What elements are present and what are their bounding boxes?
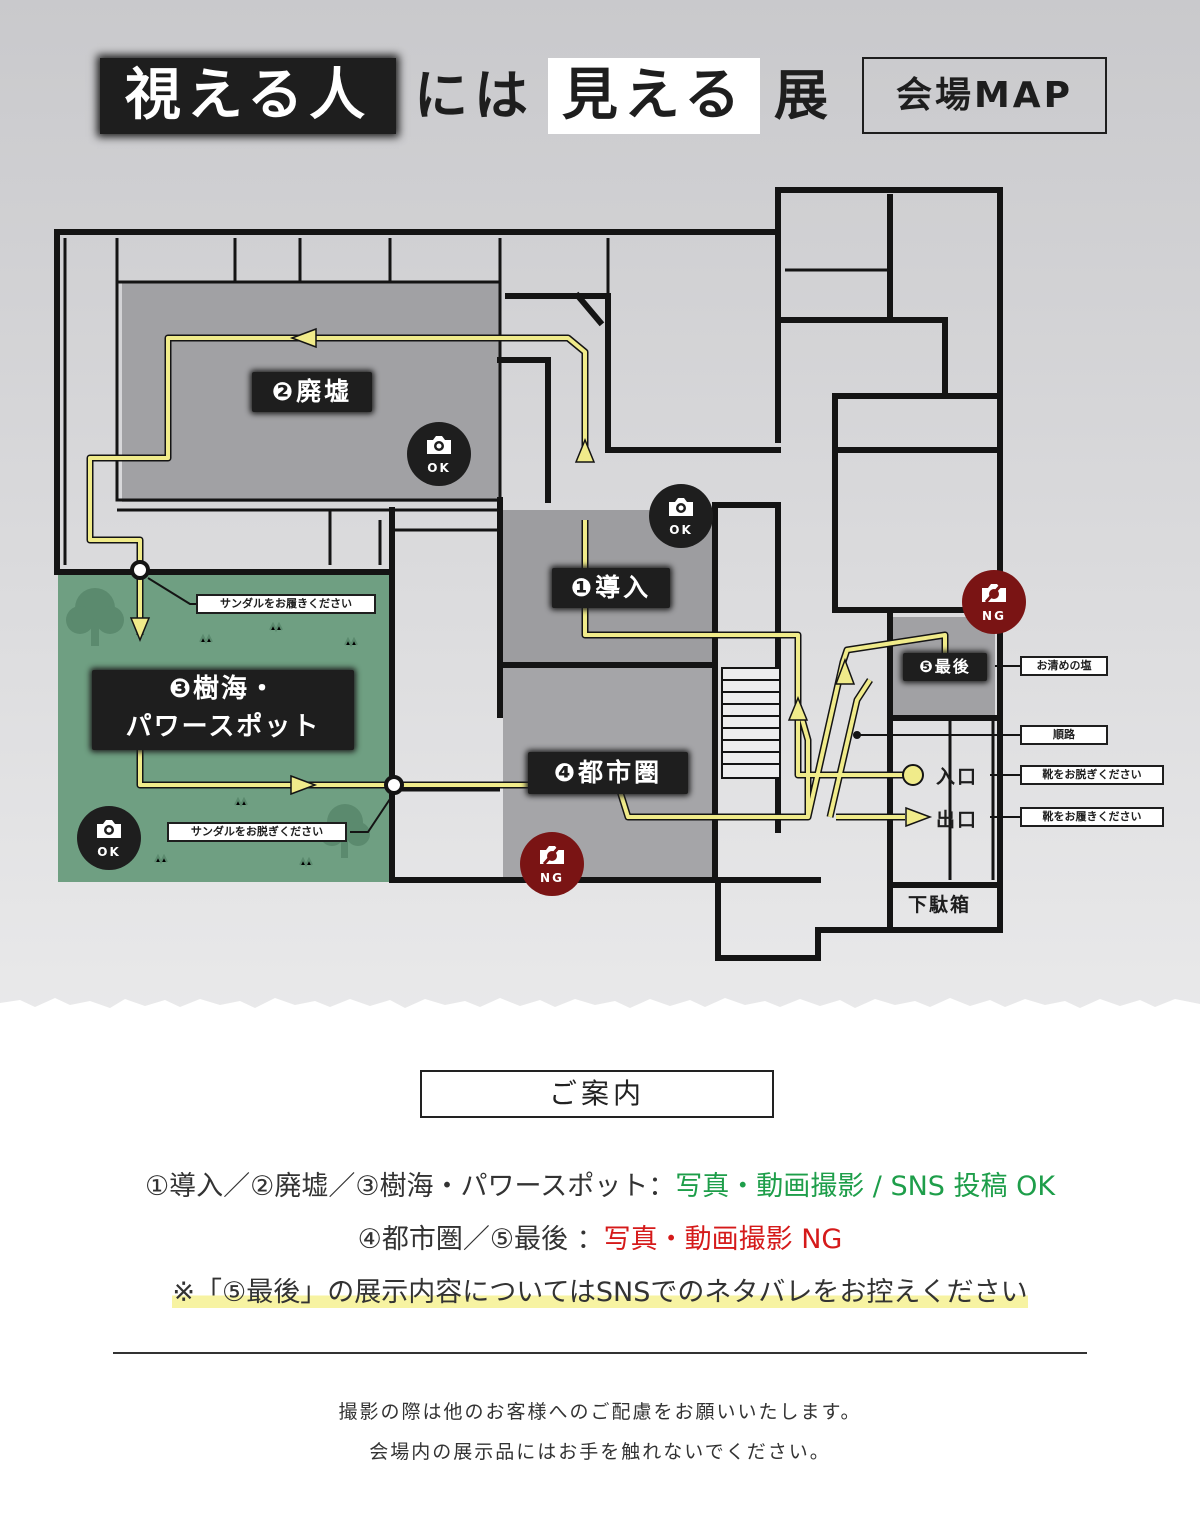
area-label-forest-line1: ❸樹海・ (168, 674, 277, 704)
area-label-forest: ❸樹海・ パワースポット (92, 670, 354, 750)
guide-line-ok-areas: ①導入／②廃墟／③樹海・パワースポット： (144, 1171, 676, 1202)
area-label-ruins: ❷廃墟 (252, 372, 372, 412)
guide-line-ok-status: 写真・動画撮影 / SNS 投稿 OK (675, 1171, 1056, 1202)
photo-ok-badge-intro: OK (649, 484, 713, 548)
guide-line-ng: ④都市圏／⑤最後 ：写真・動画撮影 NG (0, 1217, 1200, 1256)
guide-line-ng-areas: ④都市圏／⑤最後 ： (357, 1224, 604, 1255)
area-label-city: ❹都市圏 (528, 752, 688, 794)
photo-ok-badge-forest: OK (77, 806, 141, 870)
guide-spoiler-note: ※「⑤最後」の展示内容についてはSNSでのネタバレをお控えください (0, 1270, 1200, 1309)
guide-title: ご案内 (420, 1070, 774, 1118)
photo-ng-badge-last: NG (962, 570, 1026, 634)
title-part3: 見える (548, 58, 760, 134)
no-camera-icon (540, 845, 564, 865)
guide-line-ok: ①導入／②廃墟／③樹海・パワースポット：写真・動画撮影 / SNS 投稿 OK (0, 1164, 1200, 1203)
floor-plan (54, 187, 1020, 961)
camera-icon (97, 820, 121, 838)
no-camera-icon (982, 583, 1006, 603)
title-part1: 視える人 (100, 58, 396, 134)
callout-sandal-wear: サンダルをお履きください (196, 594, 376, 614)
camera-icon (427, 436, 451, 454)
callout-shoes-on: 靴をお履きください (1020, 807, 1164, 827)
entrance-label: 入口 (936, 766, 979, 788)
entrance-marker (902, 764, 924, 786)
area-label-intro: ❶導入 (552, 568, 670, 608)
area-label-last: ❺最後 (903, 653, 987, 681)
callout-salt: お清めの塩 (1020, 656, 1108, 676)
guide-note-1: 撮影の際は他のお客様へのご配慮をお願いいたします。 (338, 1401, 862, 1423)
guide-spoiler-text: ※「⑤最後」の展示内容についてはSNSでのネタバレをお控えください (172, 1277, 1028, 1308)
exit-label: 出口 (936, 809, 979, 831)
camera-icon (669, 498, 693, 516)
callout-sandal-remove: サンダルをお脱ぎください (167, 822, 347, 842)
shoe-box-label: 下駄箱 (908, 894, 972, 916)
callout-route: 順路 (1020, 725, 1108, 745)
sandal-point-2 (384, 775, 404, 795)
route-arrows (129, 327, 933, 828)
callout-shoes-off: 靴をお脱ぎください (1020, 765, 1164, 785)
torn-edge (0, 998, 1200, 1025)
photo-ng-badge-city: NG (520, 832, 584, 896)
guide-note-2: 会場内の展示品にはお手を触れないでください。 (369, 1441, 831, 1463)
map-label: 会場MAP (862, 57, 1107, 134)
guide-line-ng-status: 写真・動画撮影 NG (603, 1224, 843, 1255)
divider (113, 1352, 1087, 1354)
area-label-forest-line2: パワースポット (125, 712, 321, 742)
photo-ok-badge-ruins: OK (407, 422, 471, 486)
title-part4: 展 (774, 64, 828, 127)
title-part2: には (414, 64, 534, 127)
sandal-point-1 (130, 560, 150, 580)
